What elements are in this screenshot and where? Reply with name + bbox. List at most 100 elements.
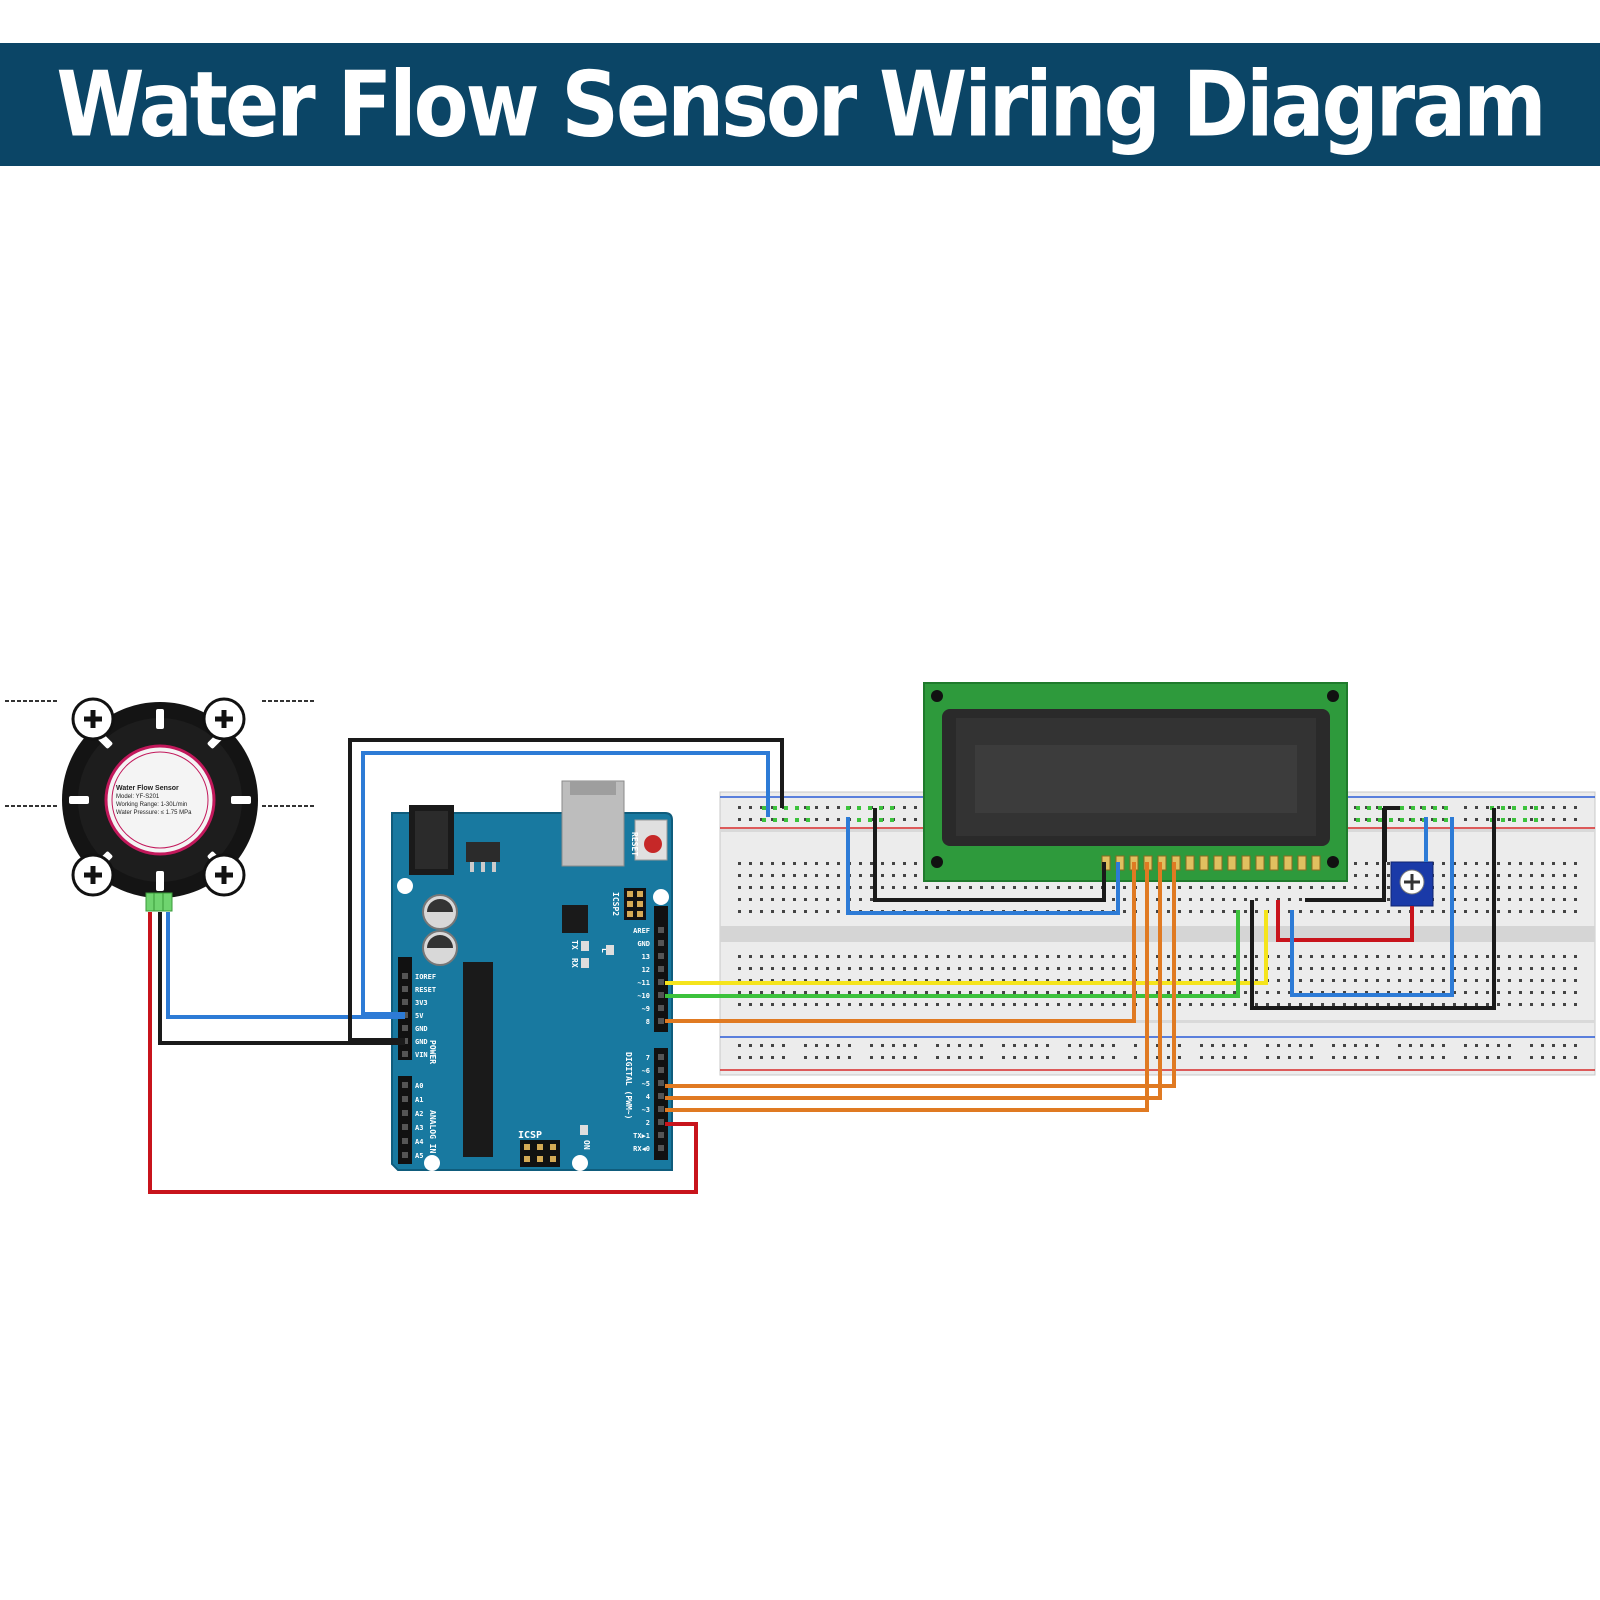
- breadboard-active-hole: [1444, 806, 1448, 810]
- breadboard-hole: [1519, 910, 1522, 913]
- breadboard-hole: [1013, 1003, 1016, 1006]
- breadboard-active-hole: [1422, 806, 1426, 810]
- breadboard-hole: [760, 818, 763, 821]
- breadboard-hole: [1376, 818, 1379, 821]
- breadboard-hole: [1013, 979, 1016, 982]
- breadboard-hole: [837, 1003, 840, 1006]
- breadboard-hole: [1453, 874, 1456, 877]
- breadboard-hole: [837, 1044, 840, 1047]
- breadboard-hole: [1123, 886, 1126, 889]
- breadboard-hole: [881, 862, 884, 865]
- breadboard-hole: [749, 1056, 752, 1059]
- breadboard-hole: [1255, 955, 1258, 958]
- breadboard-hole: [1112, 1056, 1115, 1059]
- breadboard-hole: [1222, 979, 1225, 982]
- breadboard-hole: [1068, 955, 1071, 958]
- breadboard-hole: [1244, 1044, 1247, 1047]
- breadboard-hole: [793, 991, 796, 994]
- breadboard-hole: [1519, 898, 1522, 901]
- breadboard-hole: [958, 991, 961, 994]
- breadboard-hole: [914, 886, 917, 889]
- breadboard-hole: [870, 1003, 873, 1006]
- breadboard-hole: [1233, 991, 1236, 994]
- breadboard-hole: [1101, 967, 1104, 970]
- lcd-pin: [1213, 855, 1223, 871]
- breadboard-hole: [1068, 886, 1071, 889]
- breadboard-hole: [1343, 979, 1346, 982]
- breadboard-active-hole: [1523, 818, 1527, 822]
- breadboard-hole: [782, 862, 785, 865]
- breadboard-hole: [1343, 1003, 1346, 1006]
- pin-label: GND: [415, 1025, 428, 1033]
- breadboard-hole: [1552, 862, 1555, 865]
- breadboard-hole: [903, 979, 906, 982]
- breadboard-hole: [1288, 955, 1291, 958]
- breadboard-hole: [1475, 862, 1478, 865]
- breadboard-hole: [1376, 991, 1379, 994]
- breadboard-hole: [1475, 991, 1478, 994]
- breadboard-hole: [1464, 991, 1467, 994]
- breadboard-hole: [1486, 967, 1489, 970]
- breadboard-hole: [914, 862, 917, 865]
- breadboard-hole: [738, 910, 741, 913]
- breadboard-hole: [1409, 955, 1412, 958]
- breadboard-hole: [1387, 967, 1390, 970]
- header-pin: [402, 1051, 408, 1057]
- breadboard-hole: [1409, 806, 1412, 809]
- breadboard-hole: [1365, 818, 1368, 821]
- pin-label: TX▶1: [633, 1132, 650, 1140]
- breadboard-hole: [1178, 910, 1181, 913]
- breadboard-hole: [1288, 898, 1291, 901]
- breadboard-hole: [870, 886, 873, 889]
- breadboard-hole: [969, 979, 972, 982]
- breadboard-hole: [1343, 1056, 1346, 1059]
- breadboard-hole: [936, 1056, 939, 1059]
- pin-label: VIN: [415, 1051, 428, 1059]
- breadboard-active-hole: [1512, 806, 1516, 810]
- wire-pin9-lcd-d4: [665, 862, 1136, 1023]
- breadboard-hole: [1563, 1056, 1566, 1059]
- breadboard-hole: [936, 955, 939, 958]
- potentiometer: [1390, 861, 1434, 907]
- breadboard-hole: [1574, 818, 1577, 821]
- breadboard-hole: [1552, 1003, 1555, 1006]
- breadboard-hole: [1420, 967, 1423, 970]
- pin-label: GND: [415, 1038, 428, 1046]
- breadboard-hole: [1497, 979, 1500, 982]
- breadboard-hole: [1156, 910, 1159, 913]
- wire-pin4-lcd-d6: [665, 862, 1162, 1100]
- breadboard-hole: [1222, 1003, 1225, 1006]
- breadboard-hole: [1090, 967, 1093, 970]
- breadboard-hole: [1365, 1044, 1368, 1047]
- breadboard-hole: [1112, 991, 1115, 994]
- breadboard-hole: [980, 886, 983, 889]
- breadboard-hole: [903, 806, 906, 809]
- breadboard-hole: [1046, 967, 1049, 970]
- breadboard-hole: [1541, 874, 1544, 877]
- breadboard-hole: [1079, 1056, 1082, 1059]
- header-pin: [402, 1124, 408, 1130]
- breadboard-hole: [1508, 806, 1511, 809]
- breadboard-hole: [1530, 806, 1533, 809]
- breadboard-hole: [848, 955, 851, 958]
- breadboard-hole: [1178, 1056, 1181, 1059]
- breadboard-hole: [958, 1056, 961, 1059]
- breadboard-hole: [936, 991, 939, 994]
- breadboard-hole: [1354, 886, 1357, 889]
- pin-label: ~6: [642, 1067, 650, 1075]
- breadboard-hole: [1167, 991, 1170, 994]
- breadboard-hole: [1486, 1044, 1489, 1047]
- breadboard-hole: [1156, 1003, 1159, 1006]
- breadboard-active-hole: [762, 806, 766, 810]
- breadboard-hole: [1409, 1003, 1412, 1006]
- breadboard-hole: [1200, 1003, 1203, 1006]
- wires: [148, 738, 1496, 1194]
- l-label: L: [600, 948, 609, 953]
- breadboard-hole: [804, 1056, 807, 1059]
- breadboard-hole: [749, 910, 752, 913]
- header-pin: [658, 1145, 664, 1151]
- breadboard-hole: [1574, 1056, 1577, 1059]
- breadboard-hole: [892, 874, 895, 877]
- breadboard-hole: [1519, 1003, 1522, 1006]
- breadboard-hole: [804, 910, 807, 913]
